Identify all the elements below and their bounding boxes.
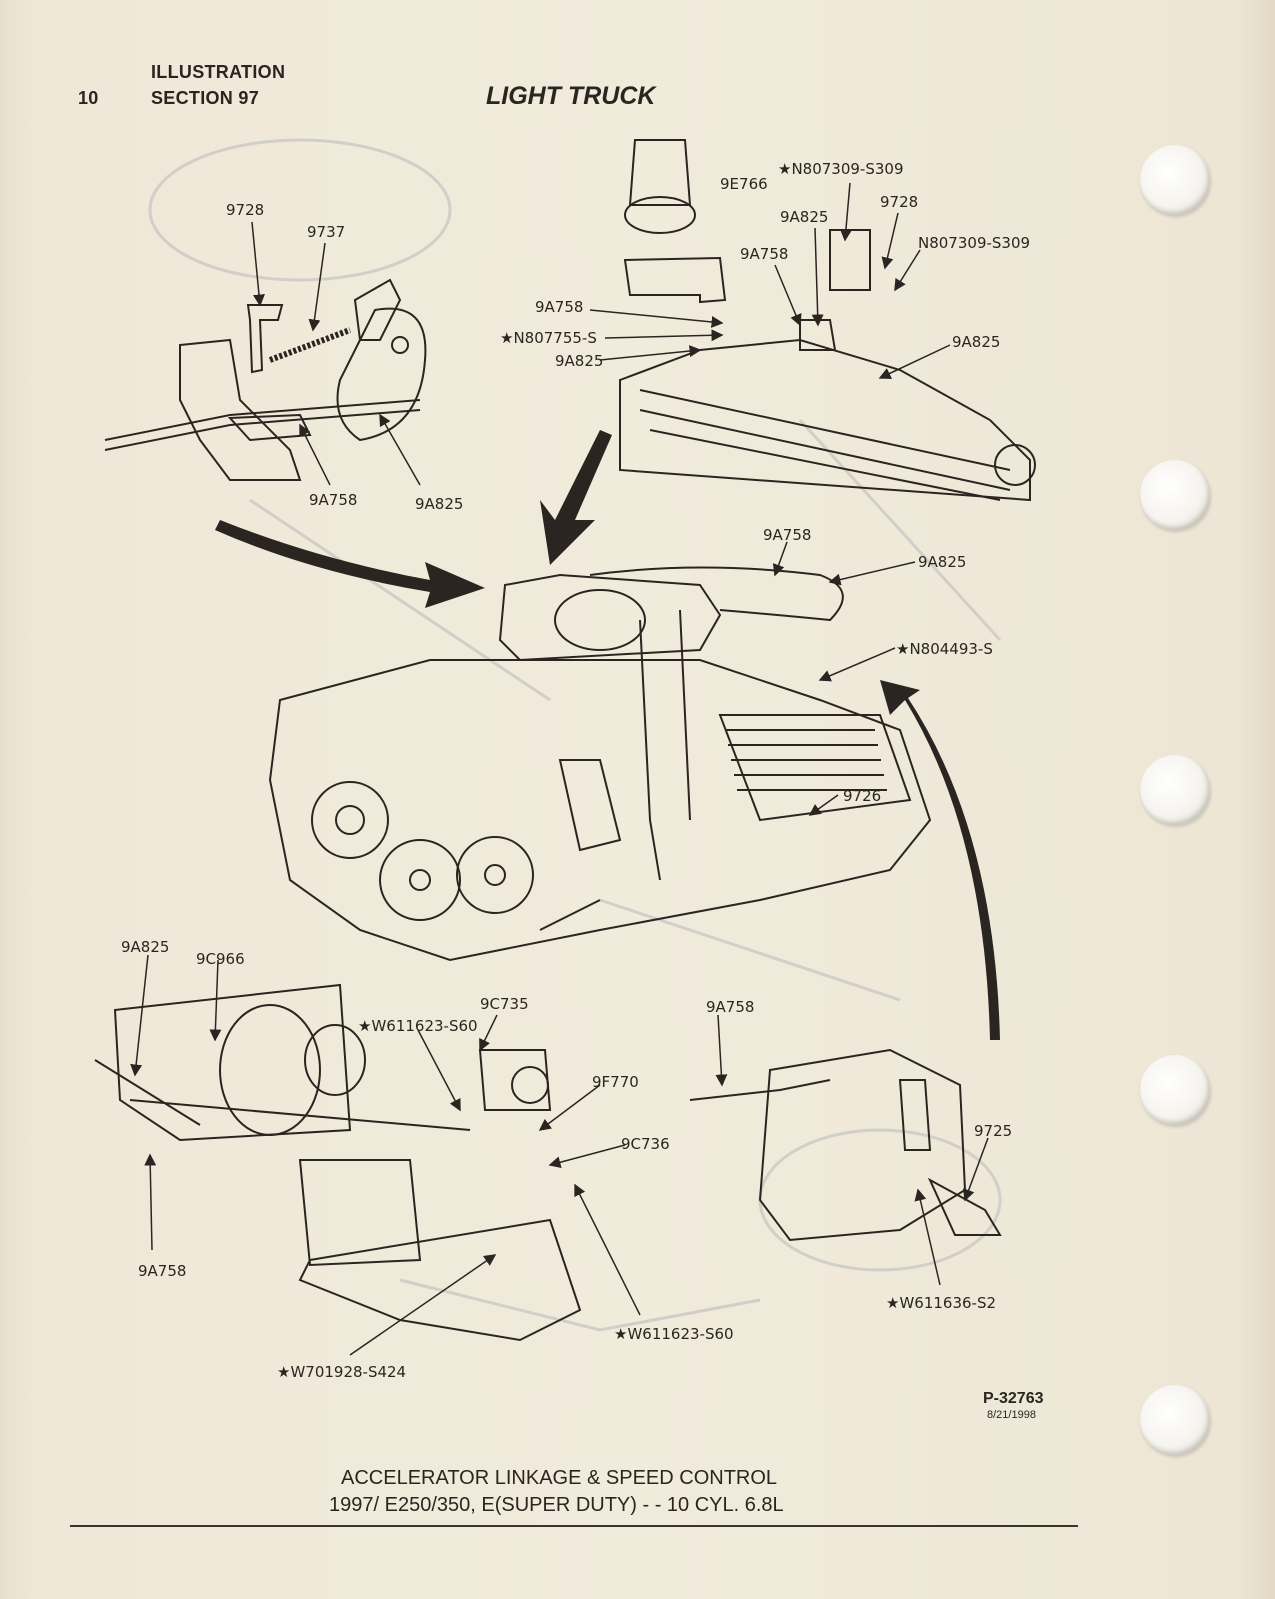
binder-hole-1 [1140, 145, 1210, 215]
callout-9a758-upper-left: 9A758 [535, 298, 584, 316]
callout-9a758-bottom-right: 9A758 [706, 998, 755, 1016]
illustration-date: 8/21/1998 [987, 1409, 1036, 1421]
section-label: SECTION 97 [151, 88, 260, 108]
callout-9a825-upper: 9A825 [780, 208, 829, 226]
footer-rule [70, 1525, 1078, 1527]
callout-w611623-lower: ★W611623-S60 [614, 1325, 734, 1343]
callout-n807309: N807309-S309 [918, 234, 1031, 252]
callout-9a758-bottom-left: 9A758 [138, 1262, 187, 1280]
illustration-label: ILLUSTRATION [151, 62, 286, 82]
callout-9728-top-right: 9728 [880, 193, 919, 211]
callout-n807755: ★N807755-S [500, 329, 597, 347]
binder-hole-5 [1140, 1385, 1210, 1455]
caption-line-1: ACCELERATOR LINKAGE & SPEED CONTROL [341, 1467, 778, 1489]
callout-w611623-upper: ★W611623-S60 [358, 1017, 478, 1035]
callout-9f770: 9F770 [592, 1073, 639, 1091]
callout-9c735: 9C735 [480, 995, 529, 1013]
callout-9a825-upper-left: 9A825 [555, 352, 604, 370]
binder-hole-2 [1140, 460, 1210, 530]
callout-9a825-top-left: 9A825 [415, 495, 464, 513]
page-title: LIGHT TRUCK [486, 82, 656, 110]
illustration-reference-code: P-32763 [983, 1390, 1044, 1407]
callout-w701928: ★W701928-S424 [277, 1363, 407, 1381]
callout-9728-top-left: 9728 [226, 201, 265, 219]
callout-9a758-upper-mid: 9A758 [740, 245, 789, 263]
callout-n804493: ★N804493-S [896, 640, 993, 658]
callout-n807309-star: ★N807309-S309 [778, 160, 904, 178]
page-number: 10 [78, 88, 99, 108]
callout-9a825-engine: 9A825 [918, 553, 967, 571]
caption-line-2: 1997/ E250/350, E(SUPER DUTY) - - 10 CYL… [329, 1494, 784, 1516]
callout-leader-lines [130, 182, 989, 1356]
callout-9a825-upper-right: 9A825 [952, 333, 1001, 351]
direction-arrows [215, 430, 1000, 1040]
bleed-through-shadow [148, 138, 1002, 1332]
callout-9a758-top-left: 9A758 [309, 491, 358, 509]
throttle-body-assembly [619, 139, 1036, 502]
callout-9a825-bottom-left: 9A825 [121, 938, 170, 956]
callout-9726: 9726 [843, 787, 882, 805]
binder-hole-4 [1140, 1055, 1210, 1125]
callout-9c966: 9C966 [196, 950, 245, 968]
callout-w611636: ★W611636-S2 [886, 1294, 997, 1312]
speed-control-servo-assembly [94, 983, 582, 1342]
callout-9737: 9737 [307, 223, 346, 241]
callout-9c736: 9C736 [621, 1135, 670, 1153]
callout-9a758-engine: 9A758 [763, 526, 812, 544]
binder-hole-3 [1140, 755, 1210, 825]
pedal-bracket-assembly [104, 278, 427, 481]
callout-9725: 9725 [974, 1122, 1013, 1140]
callout-9e766: 9E766 [720, 175, 768, 193]
engine-assembly [268, 566, 932, 962]
